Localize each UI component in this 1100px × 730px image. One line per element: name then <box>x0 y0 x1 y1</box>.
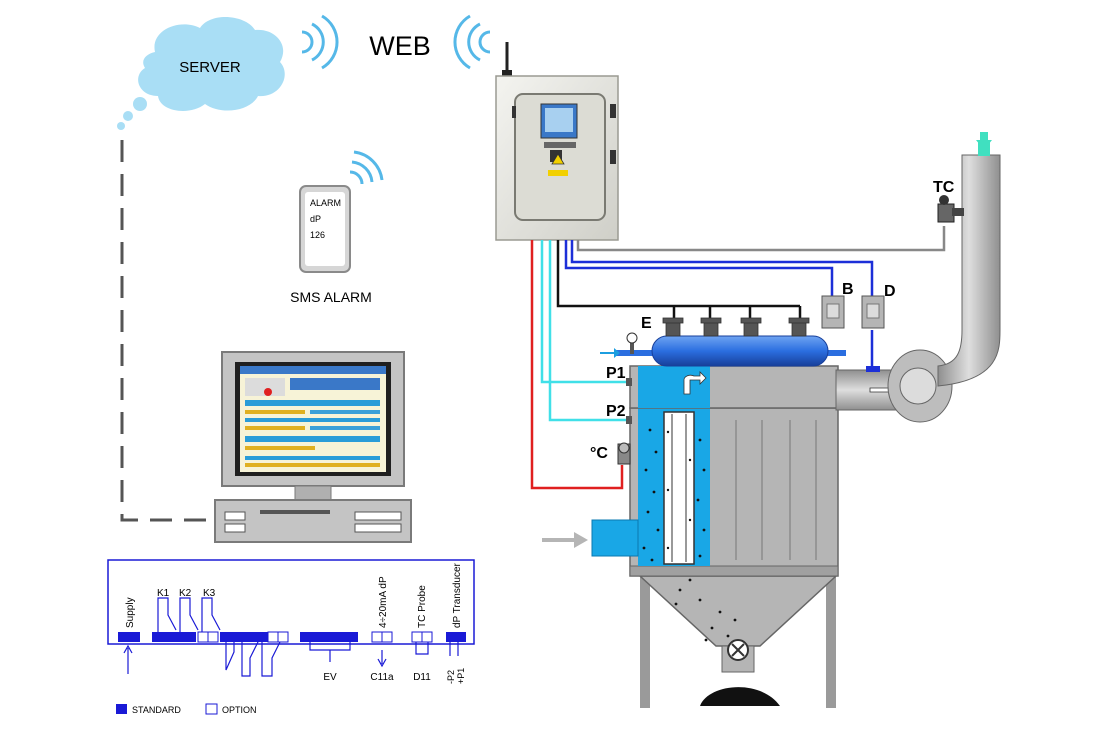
label-d: D <box>884 283 896 300</box>
terminal-supply-label: Supply <box>125 597 136 628</box>
terminal-dp-transducer-label: dP Transducer <box>452 562 463 628</box>
legend-option-label: OPTION <box>222 705 257 715</box>
pressure-transmitter-b <box>821 295 845 329</box>
server-link-line <box>120 140 215 522</box>
temperature-probe <box>617 442 631 465</box>
sms-waves-icon <box>349 150 384 185</box>
wireless-waves-right-icon <box>453 14 491 70</box>
terminal-c11a-label: C11a <box>370 672 394 683</box>
label-p2: P2 <box>606 403 626 420</box>
terminal-block: Supply K1 K2 K3 4÷20mA dP TC Probe dP Tr… <box>107 559 475 684</box>
server-cloud: SERVER <box>117 16 285 130</box>
terminal-k3-label: K3 <box>203 588 216 599</box>
server-label: SERVER <box>179 59 241 76</box>
terminal-k2-label: K2 <box>179 588 192 599</box>
terminal-ev-label: EV <box>323 672 337 683</box>
legend: STANDARD OPTION <box>116 703 257 715</box>
sms-phone: ALARM dP 126 <box>299 185 351 273</box>
label-p1: P1 <box>606 365 626 382</box>
pressure-transmitter-d <box>861 295 885 329</box>
pulse-tank <box>600 317 846 367</box>
control-cabinet <box>495 42 619 241</box>
label-e: E <box>641 315 652 332</box>
sms-alarm-caption: SMS ALARM <box>290 289 372 305</box>
sms-line-value: 126 <box>310 230 325 240</box>
terminal-d11-label: D11 <box>413 672 431 683</box>
terminal-p2-label: -P2 <box>446 670 456 684</box>
computer <box>214 351 412 543</box>
label-temperature: °C <box>590 445 608 462</box>
exhaust-system <box>835 132 1001 423</box>
web-label: WEB <box>369 31 431 61</box>
terminal-p1-label: +P1 <box>456 668 466 684</box>
legend-standard-swatch <box>116 704 127 714</box>
wireless-waves-left-icon <box>301 14 339 70</box>
label-b: B <box>842 281 854 298</box>
label-tc: TC <box>933 179 955 196</box>
terminal-k1-label: K1 <box>157 588 170 599</box>
terminal-analog-dp-label: 4÷20mA dP <box>378 576 389 628</box>
terminal-tc-probe-label: TC Probe <box>417 585 428 628</box>
sms-line-dp: dP <box>310 214 321 224</box>
wiring <box>530 226 946 490</box>
legend-option-swatch <box>205 703 218 715</box>
sms-line-alarm: ALARM <box>310 198 341 208</box>
filter-unit <box>542 365 839 708</box>
legend-standard-label: STANDARD <box>132 705 181 715</box>
